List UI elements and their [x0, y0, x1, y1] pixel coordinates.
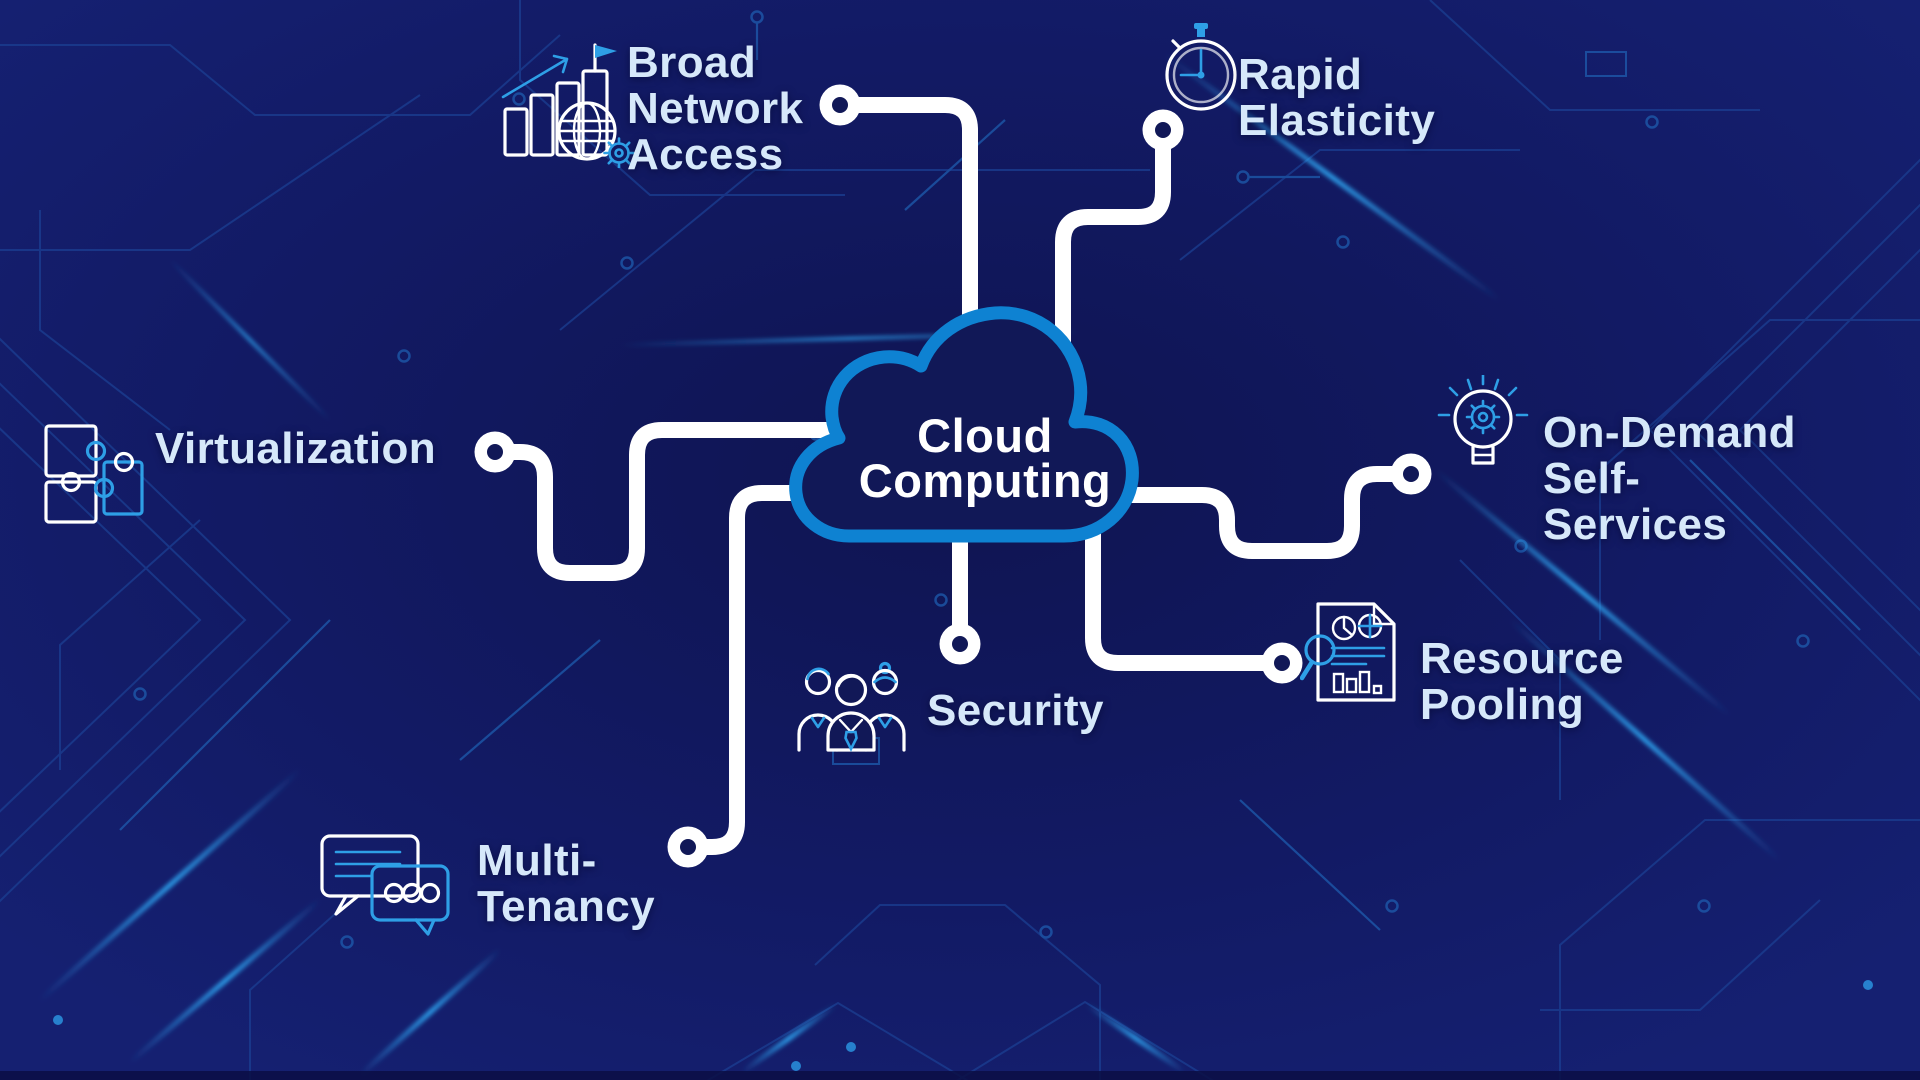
connector-resource-pooling [1085, 520, 1290, 671]
users-group-icon [797, 661, 906, 752]
cloud-shape [789, 306, 1139, 543]
connector-on-demand-self-services [1110, 466, 1419, 559]
label-resource-pooling: Resource Pooling [1420, 634, 1624, 729]
stopwatch-icon [1165, 23, 1237, 111]
connector-broad-network-access [832, 97, 978, 363]
document-analytics-icon [1300, 602, 1396, 702]
glow-streaks [37, 52, 1783, 1078]
node-security [939, 623, 981, 665]
node-virtualization [474, 431, 516, 473]
label-on-demand-self-services: On-Demand Self- Services [1543, 408, 1796, 549]
connector-multi-tenancy [680, 485, 838, 855]
label-broad-network-access: Broad Network Access [627, 38, 804, 179]
connector-nodes [474, 84, 1432, 868]
node-on-demand-self-services [1390, 453, 1432, 495]
connector-virtualization [487, 422, 858, 581]
node-broad-network-access [819, 84, 861, 126]
node-resource-pooling [1261, 642, 1303, 684]
label-virtualization: Virtualization [155, 424, 437, 473]
node-rapid-elasticity [1142, 109, 1184, 151]
label-security: Security [927, 686, 1104, 735]
puzzle-pieces-icon [44, 424, 144, 524]
bar-chart-globe-icon [501, 43, 635, 168]
label-multi-tenancy: Multi- Tenancy [477, 836, 656, 931]
lightbulb-gear-icon [1437, 375, 1529, 465]
chat-bubbles-icon [320, 834, 450, 936]
cloud-computing-title: Cloud Computing [858, 409, 1112, 507]
node-multi-tenancy [667, 826, 709, 868]
connector-rapid-elasticity [1055, 122, 1171, 363]
label-rapid-elasticity: Rapid Elasticity [1238, 50, 1436, 145]
